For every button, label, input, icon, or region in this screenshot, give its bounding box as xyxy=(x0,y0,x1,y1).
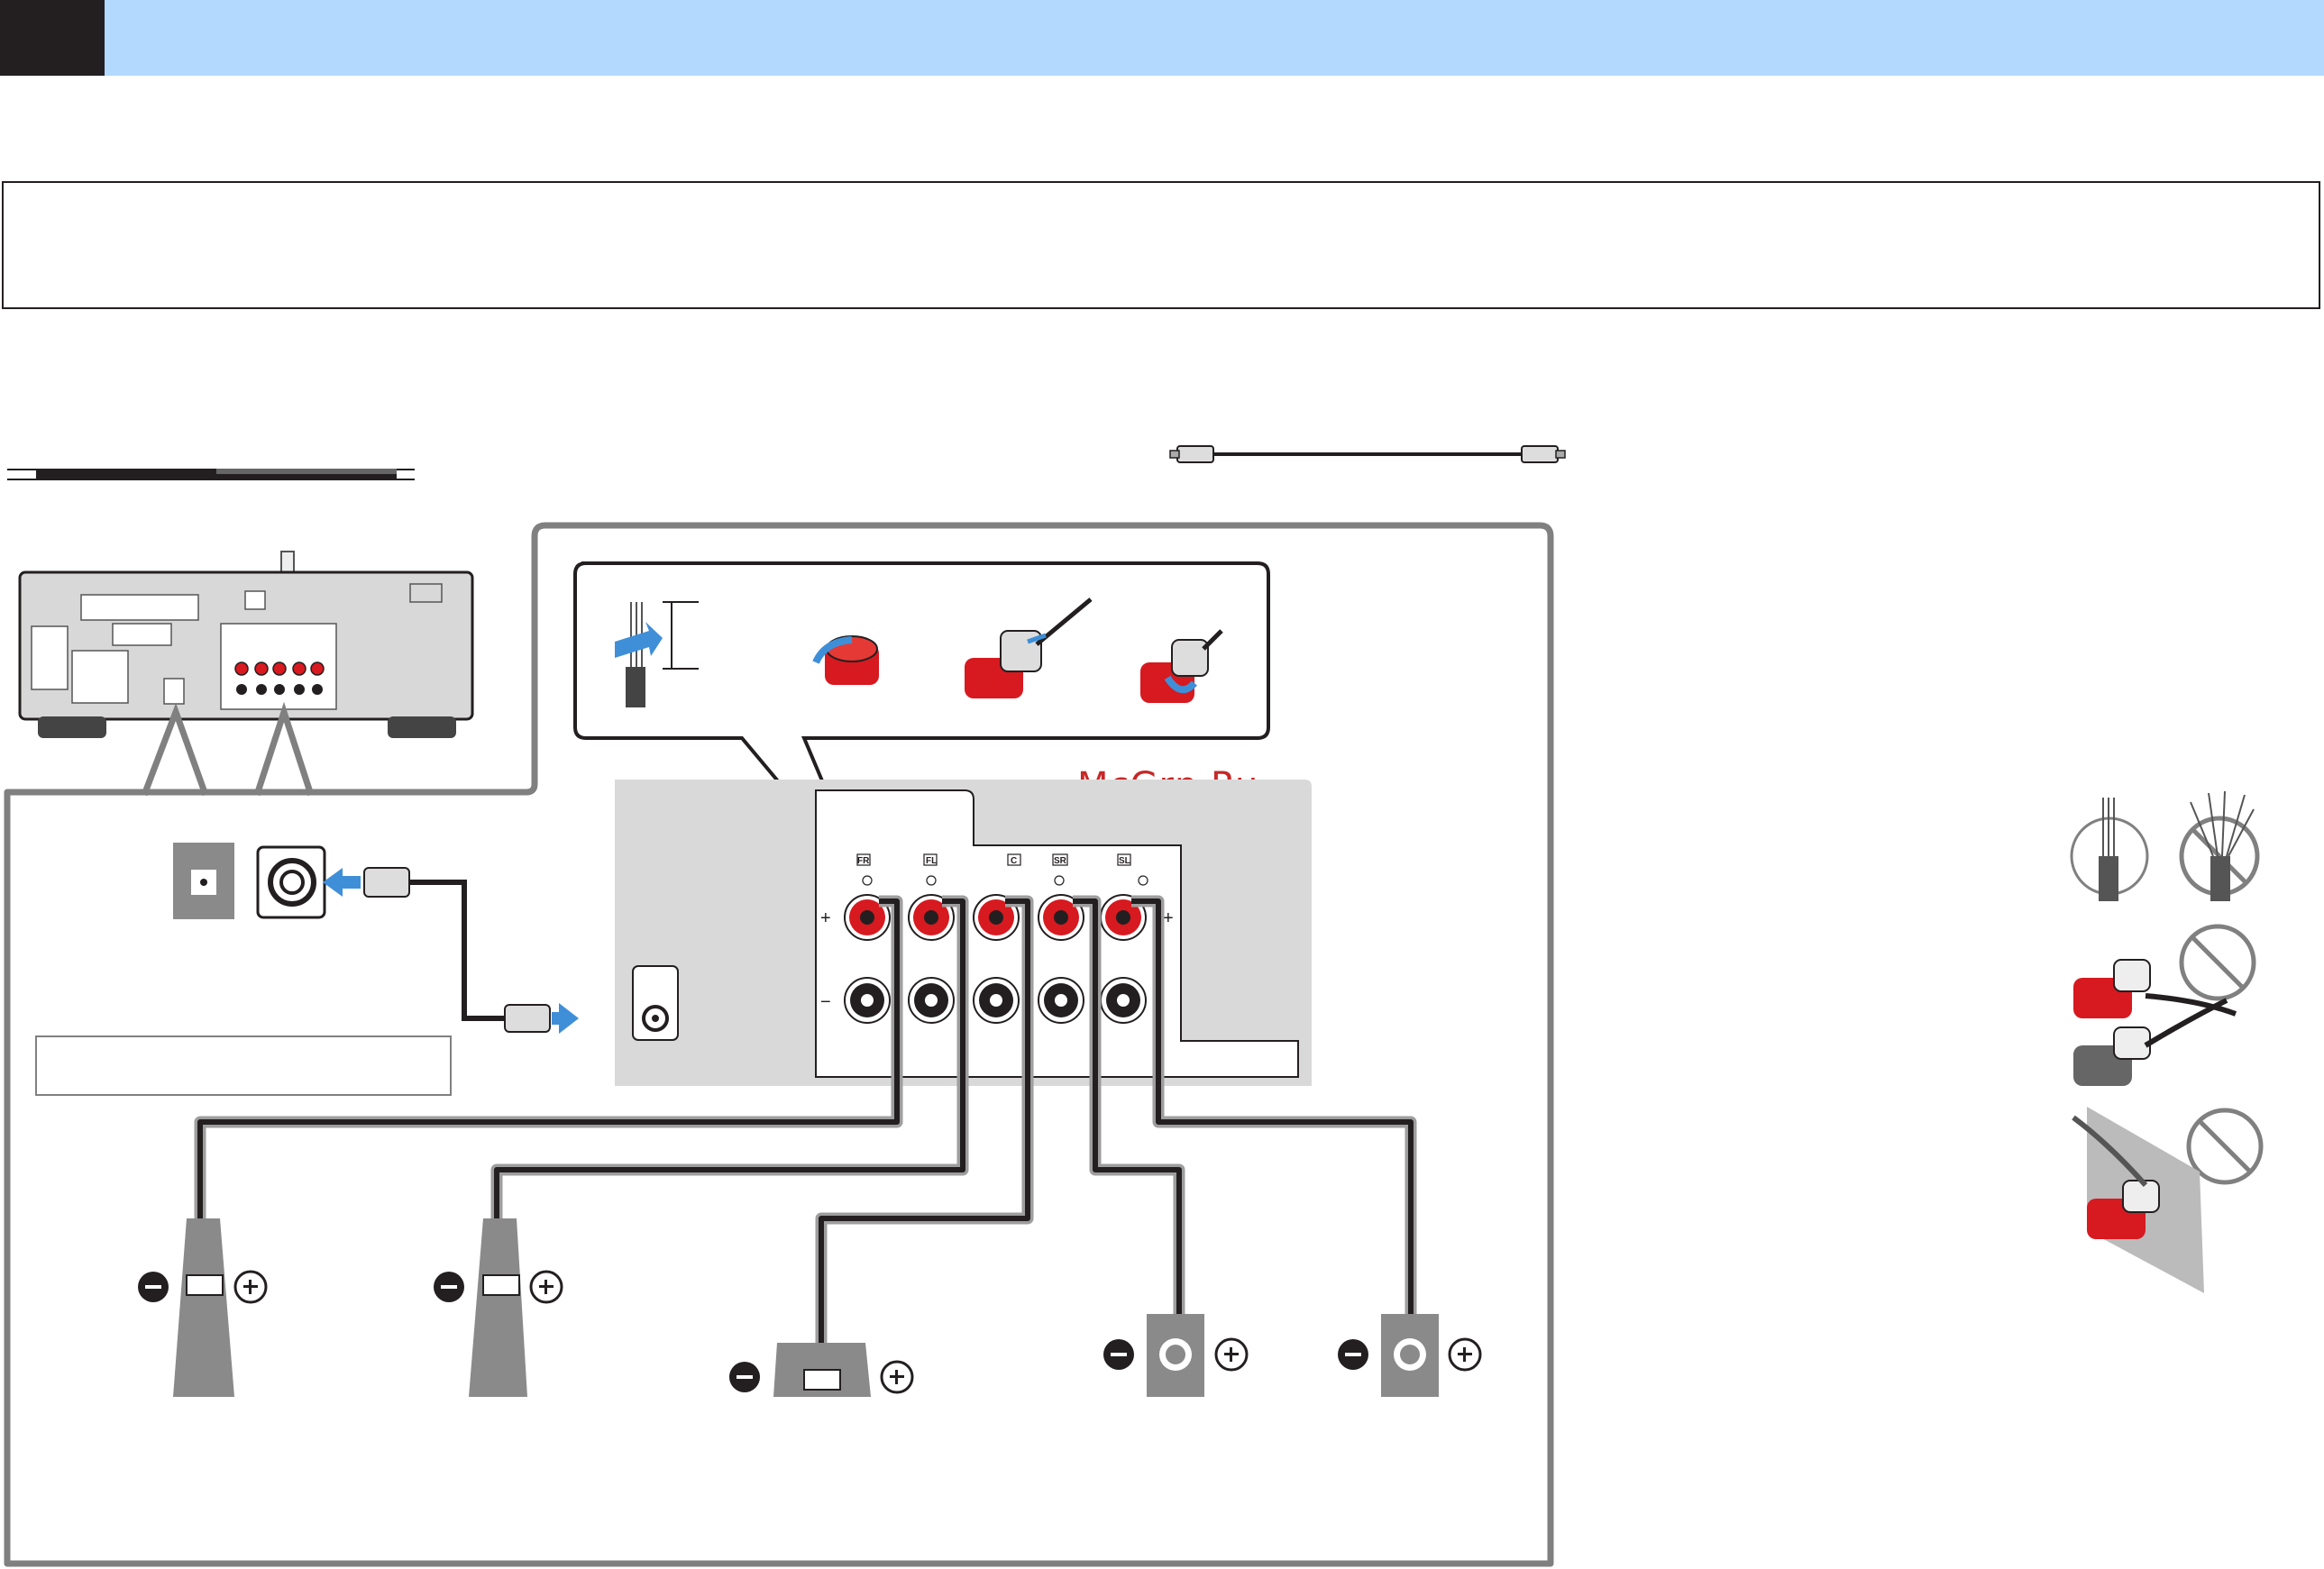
caution-stripped-wire-ok xyxy=(2070,798,2149,901)
terminal-label-fr: FR xyxy=(857,856,870,866)
terminal-minus-sign: − xyxy=(820,992,831,1012)
subwoofer-connection xyxy=(35,843,579,1096)
note-box xyxy=(2,181,2320,309)
diagram-frame xyxy=(4,522,1554,1567)
speaker-center xyxy=(729,1343,914,1397)
terminal-label-c: C xyxy=(1011,856,1017,866)
terminal-tighten-icon xyxy=(1140,629,1223,703)
terminal-column-fr: FR xyxy=(844,853,891,1024)
terminal-label-sl: SL xyxy=(1119,856,1130,866)
terminal-loosen-icon xyxy=(812,635,879,685)
pin-cable-icon xyxy=(1169,445,1566,463)
terminal-column-sr: SR xyxy=(1038,853,1084,1024)
speaker-front-right xyxy=(138,1218,268,1397)
receiver-rear-panel xyxy=(18,551,474,797)
terminal-plus-sign: + xyxy=(820,908,831,928)
speaker-cable-icon xyxy=(7,469,415,480)
header-bar xyxy=(0,0,2324,76)
terminal-label-sr: SR xyxy=(1054,856,1067,866)
speaker-surround-left xyxy=(1338,1314,1482,1397)
section-tab xyxy=(0,0,105,76)
caution-rear-panel-contact-prohibited xyxy=(2072,1107,2264,1293)
speaker-surround-right xyxy=(1103,1314,1249,1397)
terminal-label-fl: FL xyxy=(926,856,937,866)
caution-short-circuit-prohibited xyxy=(2073,924,2256,1086)
wire-insert-icon xyxy=(965,597,1093,698)
terminal-plus-sign-right: + xyxy=(1163,908,1174,928)
speaker-front-left xyxy=(434,1218,563,1397)
caution-frayed-wire-prohibited xyxy=(2179,790,2260,901)
speaker-wires xyxy=(194,895,1417,1370)
